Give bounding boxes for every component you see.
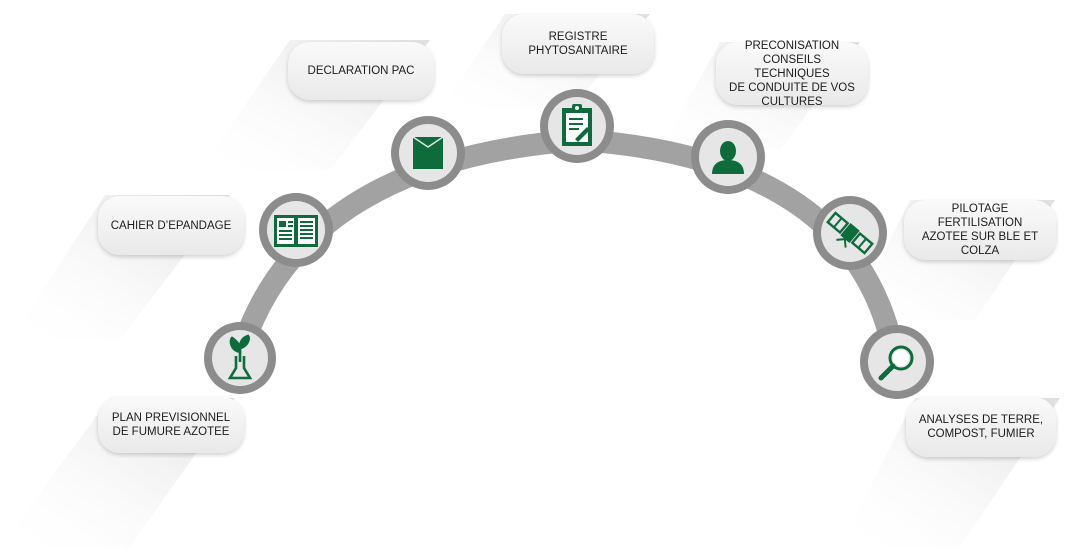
clipboard-icon	[562, 104, 592, 146]
node-plan	[204, 322, 276, 394]
label-registre: REGISTRE PHYTOSANITAIRE	[502, 14, 654, 74]
node-preconisation	[691, 120, 765, 194]
label-preconisation: PRECONISATION CONSEILS TECHNIQUES DE CON…	[716, 40, 868, 108]
node-pac	[391, 116, 465, 190]
connector-arc	[229, 128, 906, 371]
shadow-layer	[0, 14, 1060, 547]
node-cahier	[259, 193, 333, 267]
plant-flask-icon	[227, 334, 253, 380]
label-cahier: CAHIER D’EPANDAGE	[98, 196, 244, 255]
label-pilotage: PILOTAGE FERTILISATION AZOTEE SUR BLE ET…	[904, 200, 1056, 260]
open-book-icon	[274, 215, 318, 247]
label-pac: DECLARATION PAC	[288, 42, 434, 100]
user-icon	[712, 141, 744, 174]
node-analyses	[860, 325, 934, 399]
label-plan: PLAN PREVISIONNEL DE FUMURE AZOTEE	[98, 397, 244, 453]
node-registre	[540, 89, 614, 163]
envelope-icon	[412, 136, 444, 169]
node-pilotage	[813, 196, 887, 270]
magnifier-icon	[878, 345, 914, 381]
satellite-icon	[826, 211, 874, 255]
label-analyses: ANALYSES DE TERRE, COMPOST, FUMIER	[906, 397, 1056, 457]
